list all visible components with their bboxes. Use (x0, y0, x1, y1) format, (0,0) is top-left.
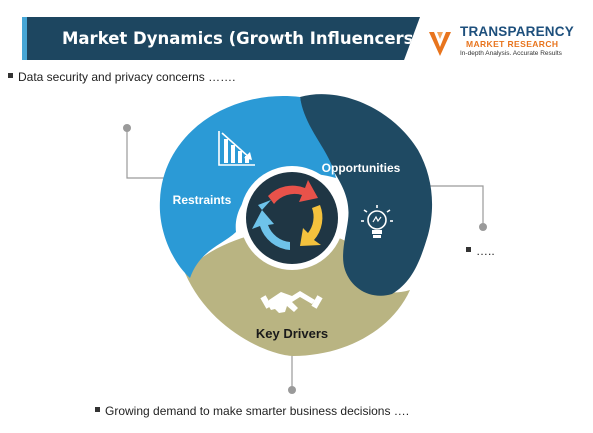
opportunities-segment (300, 94, 433, 296)
page-title: Market Dynamics (Growth Influencers) (62, 29, 422, 48)
handshake-icon (260, 291, 323, 313)
light-bulb-icon (361, 205, 393, 238)
bullet-marker (95, 407, 100, 413)
key-drivers-bullet-text: Growing demand to make smarter business … (105, 404, 410, 418)
cycle-arrows-icon (252, 180, 323, 250)
restraints-connector (123, 124, 172, 179)
opportunities-label: Opportunities (322, 161, 401, 175)
opportunities-bullet: ….. (466, 244, 495, 258)
key-drivers-label: Key Drivers (256, 326, 328, 341)
opportunities-bullet-text: ….. (476, 244, 495, 258)
logo-subtitle: MARKET RESEARCH (466, 39, 559, 49)
company-logo: TRANSPARENCY MARKET RESEARCH In-depth An… (426, 24, 586, 64)
restraints-bullet-text: Data security and privacy concerns ……. (18, 70, 236, 84)
logo-name: TRANSPARENCY (460, 24, 574, 39)
logo-mark-icon (429, 32, 451, 56)
title-banner: Market Dynamics (Growth Influencers) (22, 17, 420, 60)
logo-tagline: In-depth Analysis. Accurate Results (460, 50, 562, 57)
declining-chart-icon (218, 131, 255, 166)
key-drivers-connector (288, 355, 296, 394)
opportunities-connector (420, 185, 487, 231)
key-drivers-bullet: Growing demand to make smarter business … (95, 404, 409, 418)
restraints-segment (159, 96, 336, 278)
bullet-marker (466, 247, 471, 253)
restraints-label: Restraints (173, 193, 232, 207)
restraints-bullet: Data security and privacy concerns ……. (8, 70, 235, 84)
bullet-marker (8, 73, 13, 79)
